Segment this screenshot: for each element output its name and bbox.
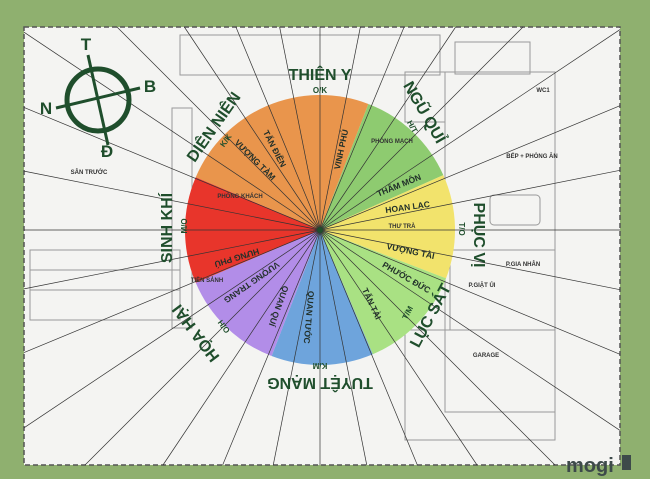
direction-thien-y: THIÊN Y [289,65,352,84]
radial-line [319,229,478,466]
code-tuyet-mang: K/M [312,361,327,370]
radial-line [319,229,621,431]
direction-tuyet-mang: TUYỆT MẠNG [267,374,373,393]
room-phong-mach: PHÒNG MẠCH [371,137,413,145]
radial-line [23,31,321,231]
sector-phuc-vi [320,175,455,279]
room-bep-phong-an: BẾP + PHÒNG ĂN [506,152,557,160]
room-wc1: WC1 [536,88,550,94]
radial-line [184,26,321,231]
direction-sinh-khi: SINH KHÍ [157,192,176,263]
room-gia-nhan: P.GIA NHÂN [506,261,540,268]
radial-line [272,229,321,466]
direction-phuc-vi: PHỤC VỊ [470,203,487,268]
radial-line [319,229,556,466]
compass-axis [55,86,141,110]
radial-line [84,229,321,466]
radial-line [319,229,621,355]
code-sinh-khi: M/O [180,218,189,233]
radial-line [23,107,321,231]
code-thien-y: O/K [313,86,327,95]
radial-line [162,229,321,466]
room-san-truoc: SÂN TRƯỚC [71,168,108,176]
radial-line [319,229,621,291]
radial-line [319,26,524,231]
radial-line [319,26,361,231]
compass-north: B [144,77,156,96]
compass-south: N [40,99,52,118]
compass: T B N Đ [40,35,156,161]
sector-ngu-qui [320,103,444,230]
radial-line [319,29,621,231]
compass-west: T [81,35,92,54]
radial-line [222,229,321,466]
compass-axis [86,54,110,146]
radial-line [319,105,621,231]
radial-line [279,26,321,231]
radial-line [235,26,321,231]
room-garage: GARAGE [473,353,499,359]
radial-line [23,229,321,290]
radial-lines [23,26,621,466]
sector-quan-tuoc: QUAN TƯỚC [302,290,318,344]
room-giat-ui: P.GIẶT ỦI [469,282,496,289]
room-tien-sanh: TIỀN SẢNH [191,277,223,284]
center-point [317,227,323,233]
radial-line [319,26,456,231]
sector-tuyet-mang [271,230,373,365]
radial-line [319,169,621,231]
radial-line [319,229,368,466]
room-thu-tra: THƯ TRÀ [389,223,417,230]
sector-northwest-north [195,95,369,231]
radial-line [116,26,321,231]
radial-line [23,229,321,429]
radial-line [23,229,321,353]
radial-line [319,229,418,466]
mogi-logo-mark [622,455,631,470]
compass-circle [64,66,132,134]
radial-line [23,170,321,231]
code-phuc-vi: T/O [457,222,466,235]
mogi-logo: mogi [566,455,614,477]
room-phong-khach: PHÒNG KHÁCH [217,192,262,200]
radial-line [319,26,405,231]
compass-east: Đ [101,142,113,161]
